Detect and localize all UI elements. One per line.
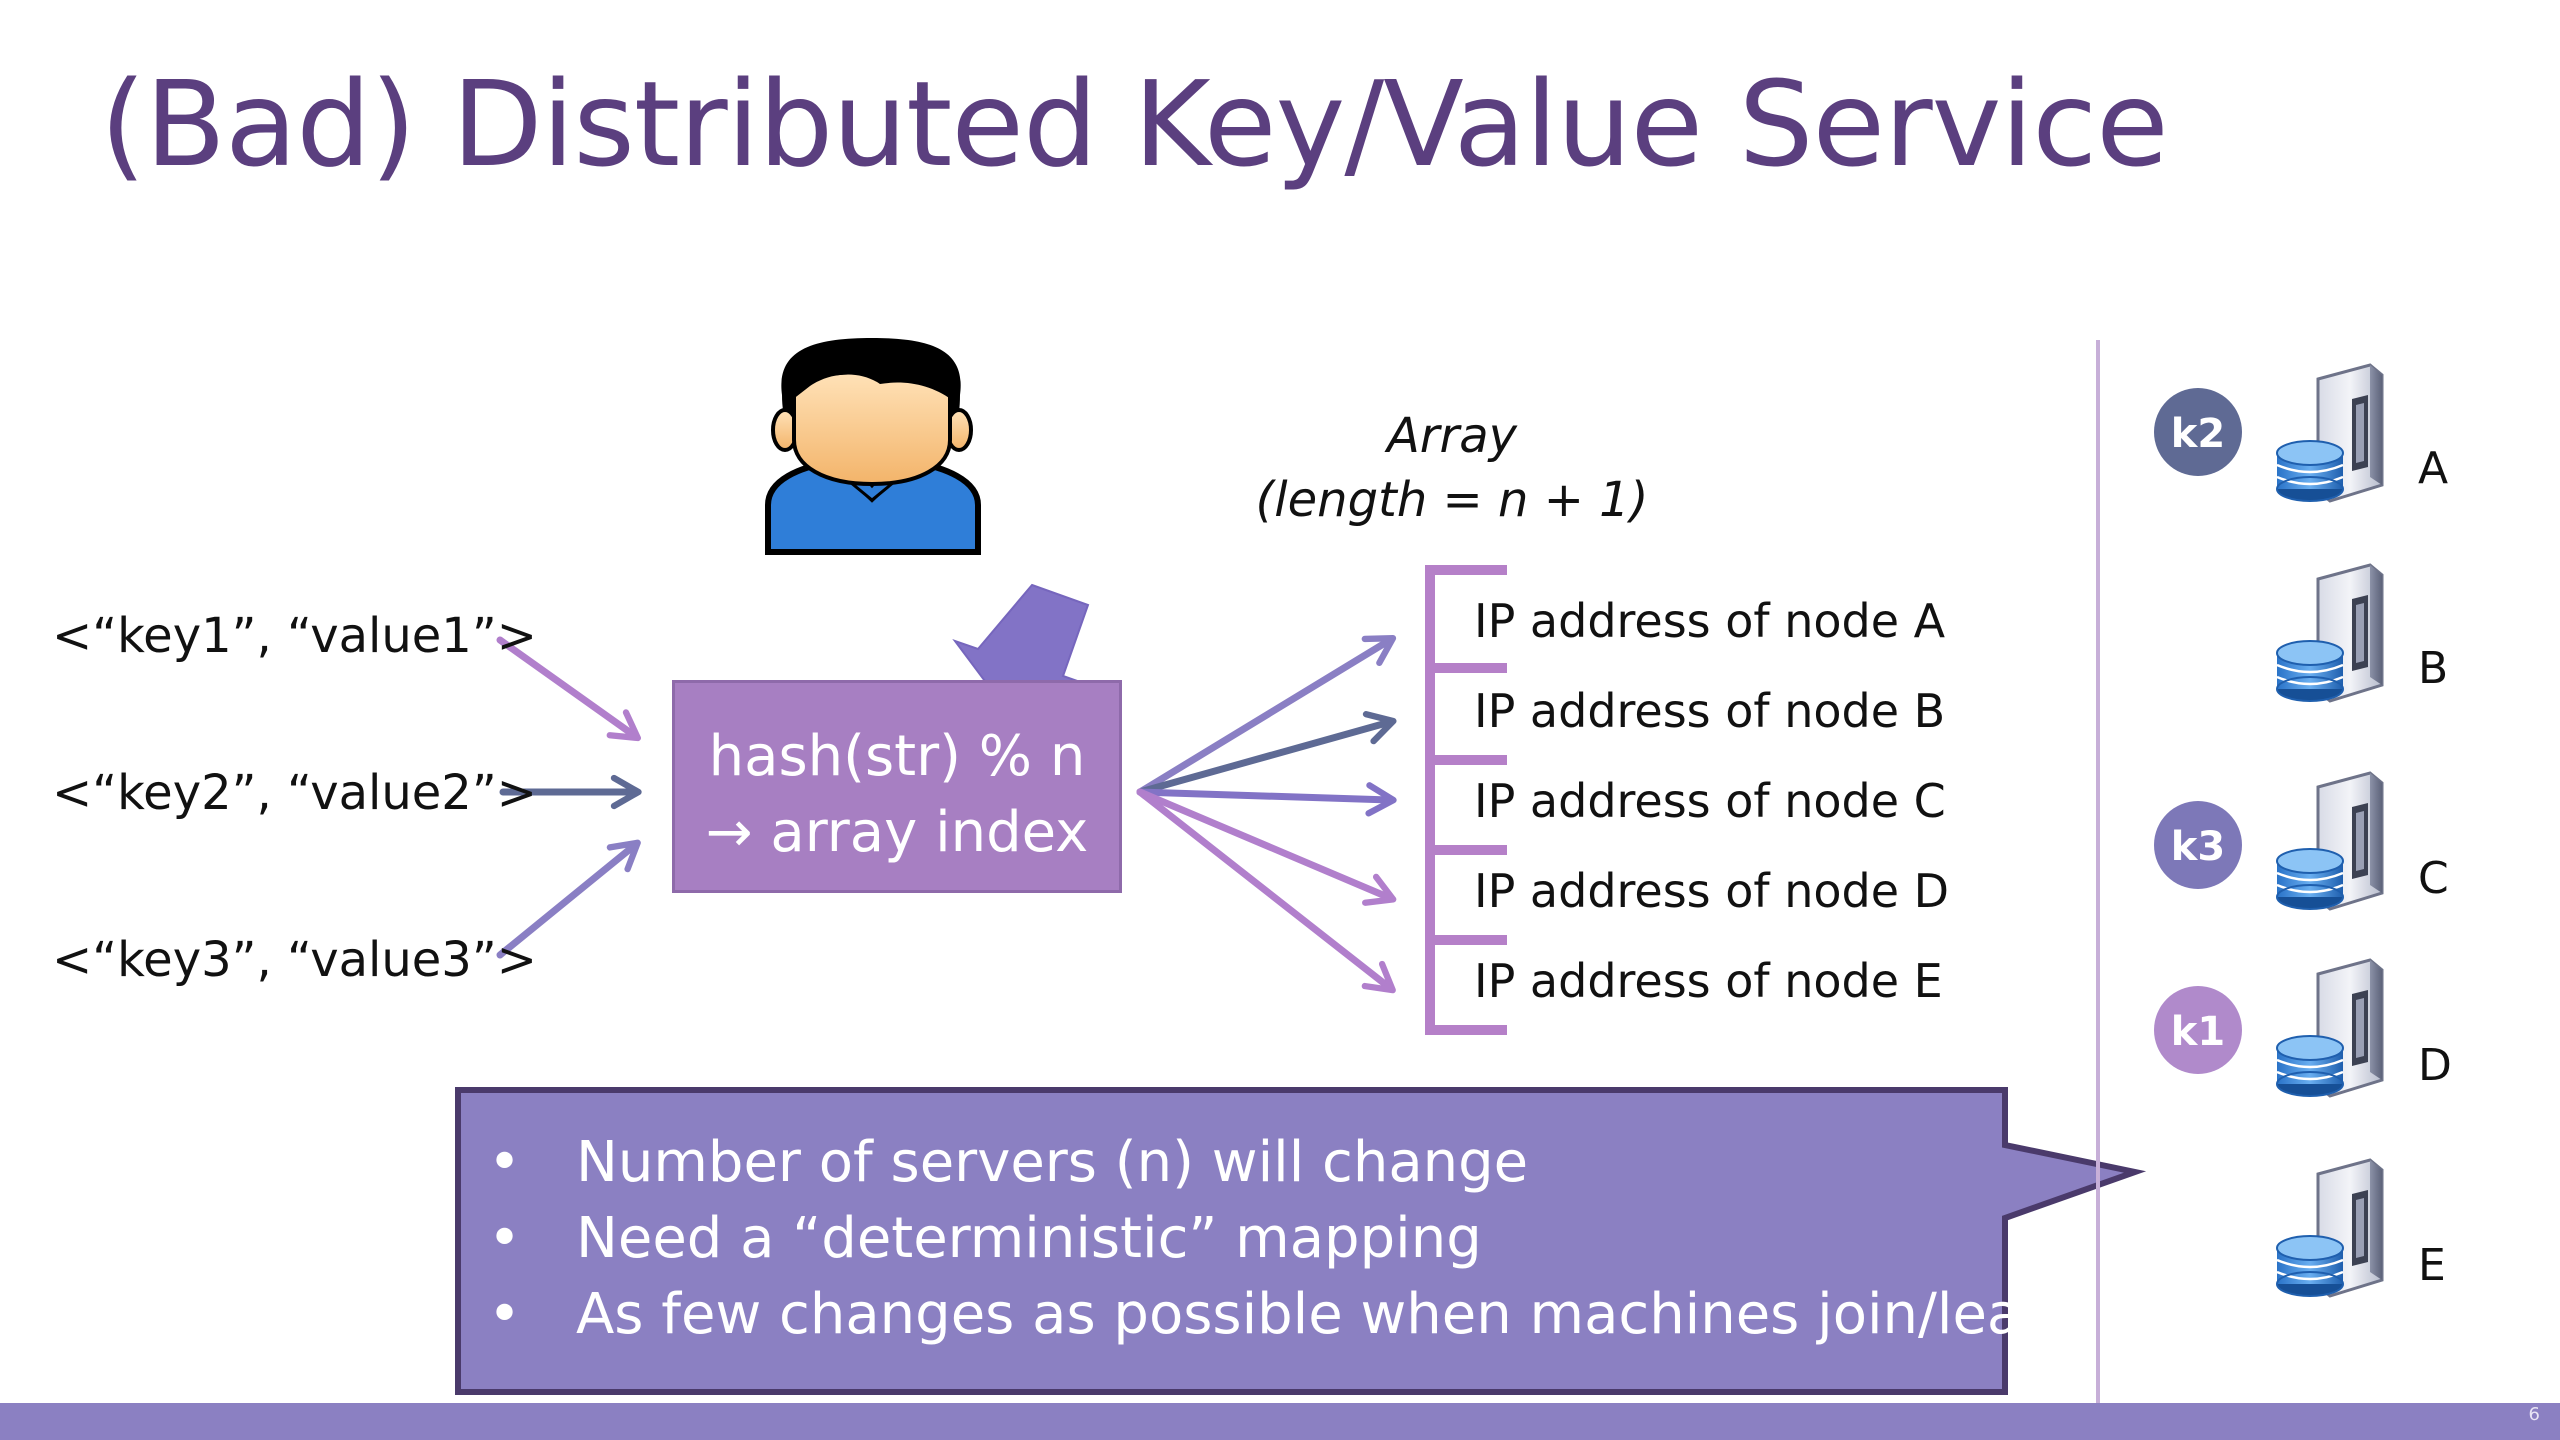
array-caption-line-2: (length = n + 1)	[1255, 472, 1649, 528]
svg-text:k3: k3	[2171, 824, 2225, 870]
server-label-e: E	[2418, 1240, 2446, 1291]
array-entry-c: IP address of node C	[1474, 774, 1946, 828]
hash-line-2: → array index	[705, 800, 1089, 865]
user-icon	[765, 338, 981, 555]
array-caption: Array (length = n + 1)	[1202, 408, 1702, 528]
array-bracket	[1425, 565, 1507, 1035]
input-arrow-1	[496, 636, 642, 742]
hash-function-box: hash(str) % n → array index	[672, 680, 1122, 893]
kv-pair-2: <“key2”, “value2”>	[52, 765, 537, 821]
key-badge-k1: k1	[2154, 986, 2242, 1074]
server-icon	[2275, 1158, 2384, 1298]
array-entry-b: IP address of node B	[1474, 684, 1946, 738]
section-divider	[2096, 340, 2100, 1405]
server-label-a: A	[2418, 443, 2449, 494]
callout-bullet-1: Number of servers (n) will change	[488, 1125, 2008, 1201]
output-arrow-a	[1136, 635, 1397, 796]
output-arrow-b	[1136, 711, 1397, 796]
array-entry-e: IP address of node E	[1474, 954, 1943, 1008]
key-badge-k2: k2	[2154, 388, 2242, 476]
svg-text:k1: k1	[2171, 1009, 2225, 1055]
server-label-b: B	[2418, 643, 2449, 694]
callout-bullet-2: Need a “deterministic” mapping	[488, 1201, 2008, 1277]
output-arrow-d	[1136, 788, 1397, 906]
page-number: 6	[2528, 1404, 2540, 1425]
output-arrow-c	[1136, 782, 1397, 817]
kv-pair-3: <“key3”, “value3”>	[52, 932, 537, 988]
array-caption-line-1: Array	[1386, 408, 1518, 464]
server-label-d: D	[2418, 1040, 2452, 1091]
server-icon	[2275, 771, 2384, 911]
hash-line-1: hash(str) % n	[708, 724, 1086, 789]
kv-pair-1: <“key1”, “value1”>	[52, 608, 537, 664]
array-entry-d: IP address of node D	[1474, 864, 1950, 918]
output-arrow-e	[1136, 788, 1396, 994]
input-arrow-3	[496, 839, 641, 959]
server-icon	[2275, 363, 2384, 503]
server-icon	[2275, 563, 2384, 703]
slide-title: (Bad) Distributed Key/Value Service	[100, 55, 2169, 193]
array-entry-a: IP address of node A	[1474, 594, 1946, 648]
callout-bullet-3: As few changes as possible when machines…	[488, 1277, 2089, 1353]
server-label-c: C	[2418, 853, 2449, 904]
key-badge-k3: k3	[2154, 801, 2242, 889]
callout-bullets: Number of servers (n) will change Need a…	[488, 1125, 2089, 1353]
footer-bar	[0, 1403, 2560, 1440]
svg-text:k2: k2	[2171, 411, 2225, 457]
server-icon	[2275, 958, 2384, 1098]
